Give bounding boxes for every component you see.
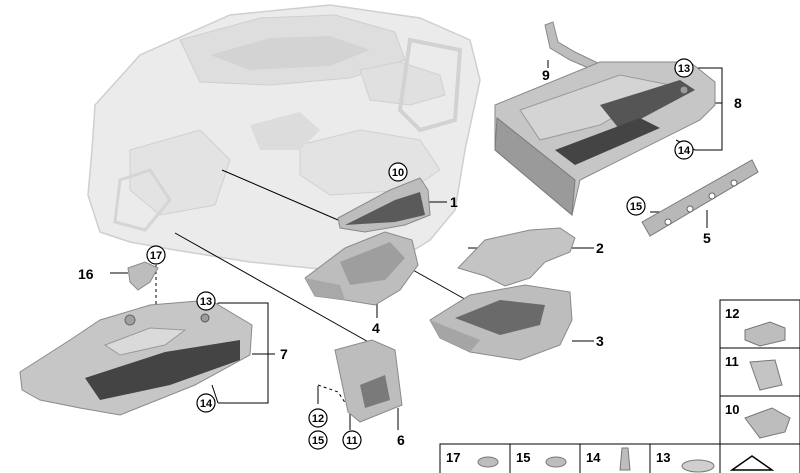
panel-17: 17 <box>446 450 460 465</box>
callout-4: 4 <box>372 320 380 336</box>
circled-13-right: 13 <box>678 63 690 75</box>
callout-1: 1 <box>450 194 458 210</box>
clip-12-icon <box>744 321 786 347</box>
callout-7: 7 <box>280 346 288 362</box>
dashboard-outline <box>87 4 481 271</box>
panel-12: 12 <box>725 306 739 321</box>
arrow-icon <box>729 455 775 471</box>
callout-2: 2 <box>596 240 604 256</box>
panel-15: 15 <box>516 450 530 465</box>
circled-12: 12 <box>312 413 324 425</box>
parts-panel-bottom: 17 15 14 13 <box>439 443 800 473</box>
circled-label-text: 10 17 13 14 13 14 15 12 15 11 <box>150 63 691 447</box>
circled-15-right: 15 <box>630 201 642 213</box>
callout-5: 5 <box>703 230 711 246</box>
callout-6: 6 <box>397 432 405 448</box>
washer-13-icon <box>681 459 715 473</box>
circled-labels <box>146 58 694 450</box>
part-4-cover <box>304 231 419 306</box>
panel-13: 13 <box>656 450 670 465</box>
callout-16: 16 <box>78 266 94 282</box>
circled-15-left: 15 <box>312 435 324 447</box>
part-8-tray <box>494 61 716 217</box>
screw-15-icon <box>545 456 567 468</box>
screw-17-icon <box>477 456 499 468</box>
part-3-lower-cover <box>429 284 573 361</box>
clip-11-icon <box>749 359 783 391</box>
clip-10-icon <box>744 407 791 439</box>
callout-labels: 1 2 3 4 5 6 7 8 9 16 <box>78 67 742 448</box>
circled-11: 11 <box>346 435 358 447</box>
part-1-trim <box>337 177 431 233</box>
parts-panel-side: 12 11 10 <box>719 299 800 445</box>
panel-14: 14 <box>586 450 601 465</box>
part-6-panel <box>334 339 403 423</box>
part-5-strip <box>641 159 759 237</box>
panel-10: 10 <box>725 402 739 417</box>
circled-14-left: 14 <box>200 398 213 410</box>
callout-3: 3 <box>596 333 604 349</box>
circled-17: 17 <box>150 250 162 262</box>
callout-9: 9 <box>542 67 550 83</box>
circled-10: 10 <box>392 167 404 179</box>
callout-8: 8 <box>734 95 742 111</box>
circled-14-right: 14 <box>678 145 691 157</box>
part-2-cover <box>457 227 576 287</box>
part-16-bracket <box>127 261 159 291</box>
screw-14-icon <box>619 447 631 471</box>
circled-13-left: 13 <box>200 296 212 308</box>
part-7-tray <box>19 299 253 416</box>
part-9-bracket <box>544 21 601 73</box>
panel-11: 11 <box>725 354 739 369</box>
